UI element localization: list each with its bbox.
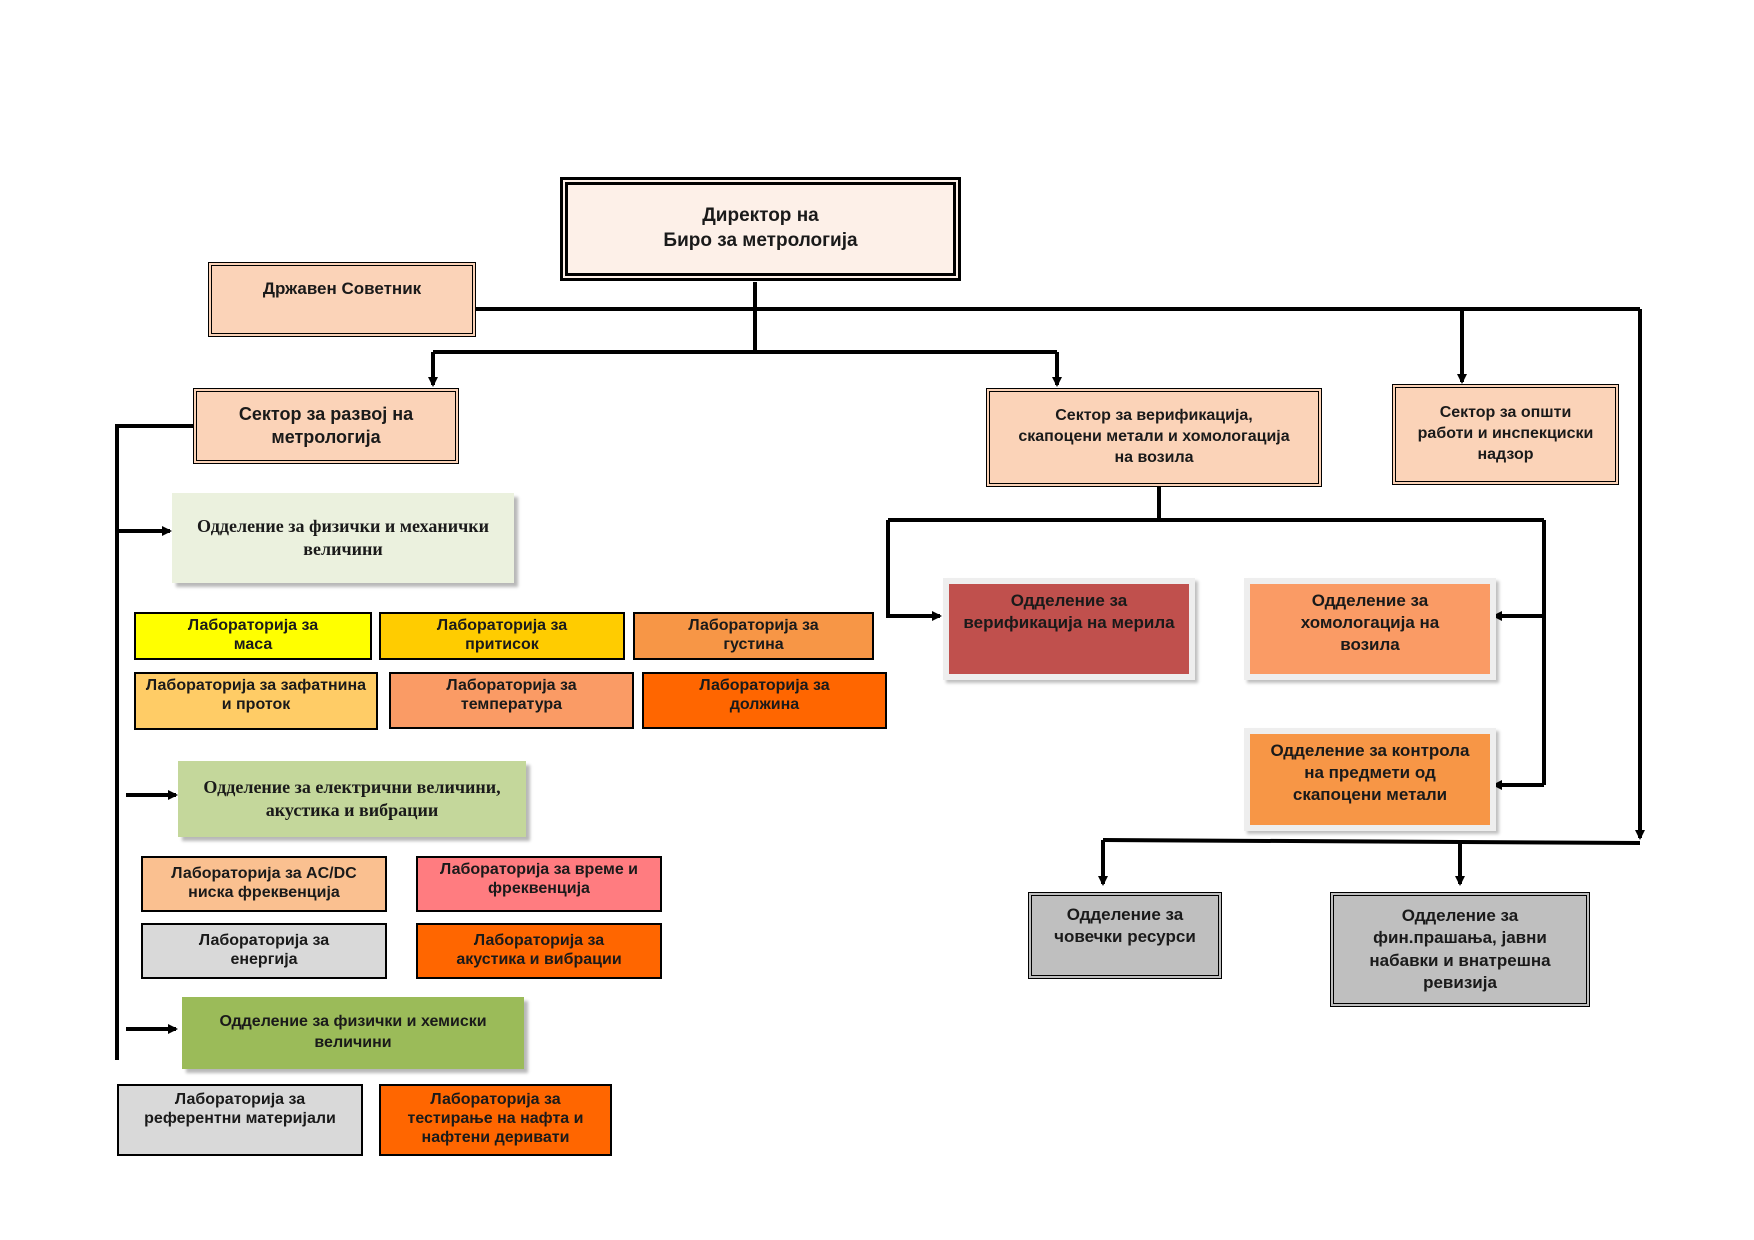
lab-mass: Лабораторија за маса — [134, 612, 372, 660]
lab-length: Лабораторија за должина — [642, 672, 887, 729]
connector-bottom-bar — [1102, 838, 1641, 845]
state-advisor-box: Државен Советник — [208, 262, 476, 337]
sector-general-box: Сектор за општи работи и инспекциски над… — [1392, 384, 1619, 485]
lab-time-frequency: Лабораторија за време и фреквенција — [416, 856, 662, 912]
dept-physical-mechanical: Одделение за физички и механички величин… — [172, 493, 514, 583]
dept-homologation: Одделение за хомологација на возила — [1244, 578, 1496, 680]
lab-temperature: Лабораторија за температура — [389, 672, 634, 729]
arrow-to-dept-verification-meters — [886, 520, 942, 621]
dept-verification-meters: Одделение за верификација на мерила — [943, 578, 1195, 680]
lab-pressure: Лабораторија за притисок — [379, 612, 625, 660]
dept-finance: Одделение за фин.прашања, јавни набавки … — [1330, 892, 1590, 1007]
lab-acoustics: Лабораторија за акустика и вибрации — [416, 923, 662, 979]
lab-oil-testing: Лабораторија за тестирање на нафта и наф… — [379, 1084, 612, 1156]
connector-left-spine — [115, 424, 193, 1060]
dept-electrical: Одделение за електрични величини, акусти… — [178, 761, 526, 837]
dept-physical-chemical: Одделение за физички и хемиски величини — [182, 997, 524, 1069]
dept-precious-metals: Одделение за контрола на предмети од ска… — [1244, 728, 1496, 831]
lab-reference-materials: Лабораторија за референтни материјали — [117, 1084, 363, 1156]
dept-human-resources: Одделение за човечки ресурси — [1028, 892, 1222, 979]
director-box: Директор на Биро за метрологија — [560, 177, 961, 281]
lab-acdc: Лабораторија за AC/DC ниска фреквенција — [141, 856, 387, 912]
sector-verification-box: Сектор за верификација, скапоцени метали… — [986, 388, 1322, 487]
lab-energy: Лабораторија за енергија — [141, 923, 387, 979]
sector-development-box: Сектор за развој на метрологија — [193, 388, 459, 464]
lab-volume-flow: Лабораторија за зафатнина и проток — [134, 672, 378, 730]
lab-density: Лабораторија за густина — [633, 612, 874, 660]
